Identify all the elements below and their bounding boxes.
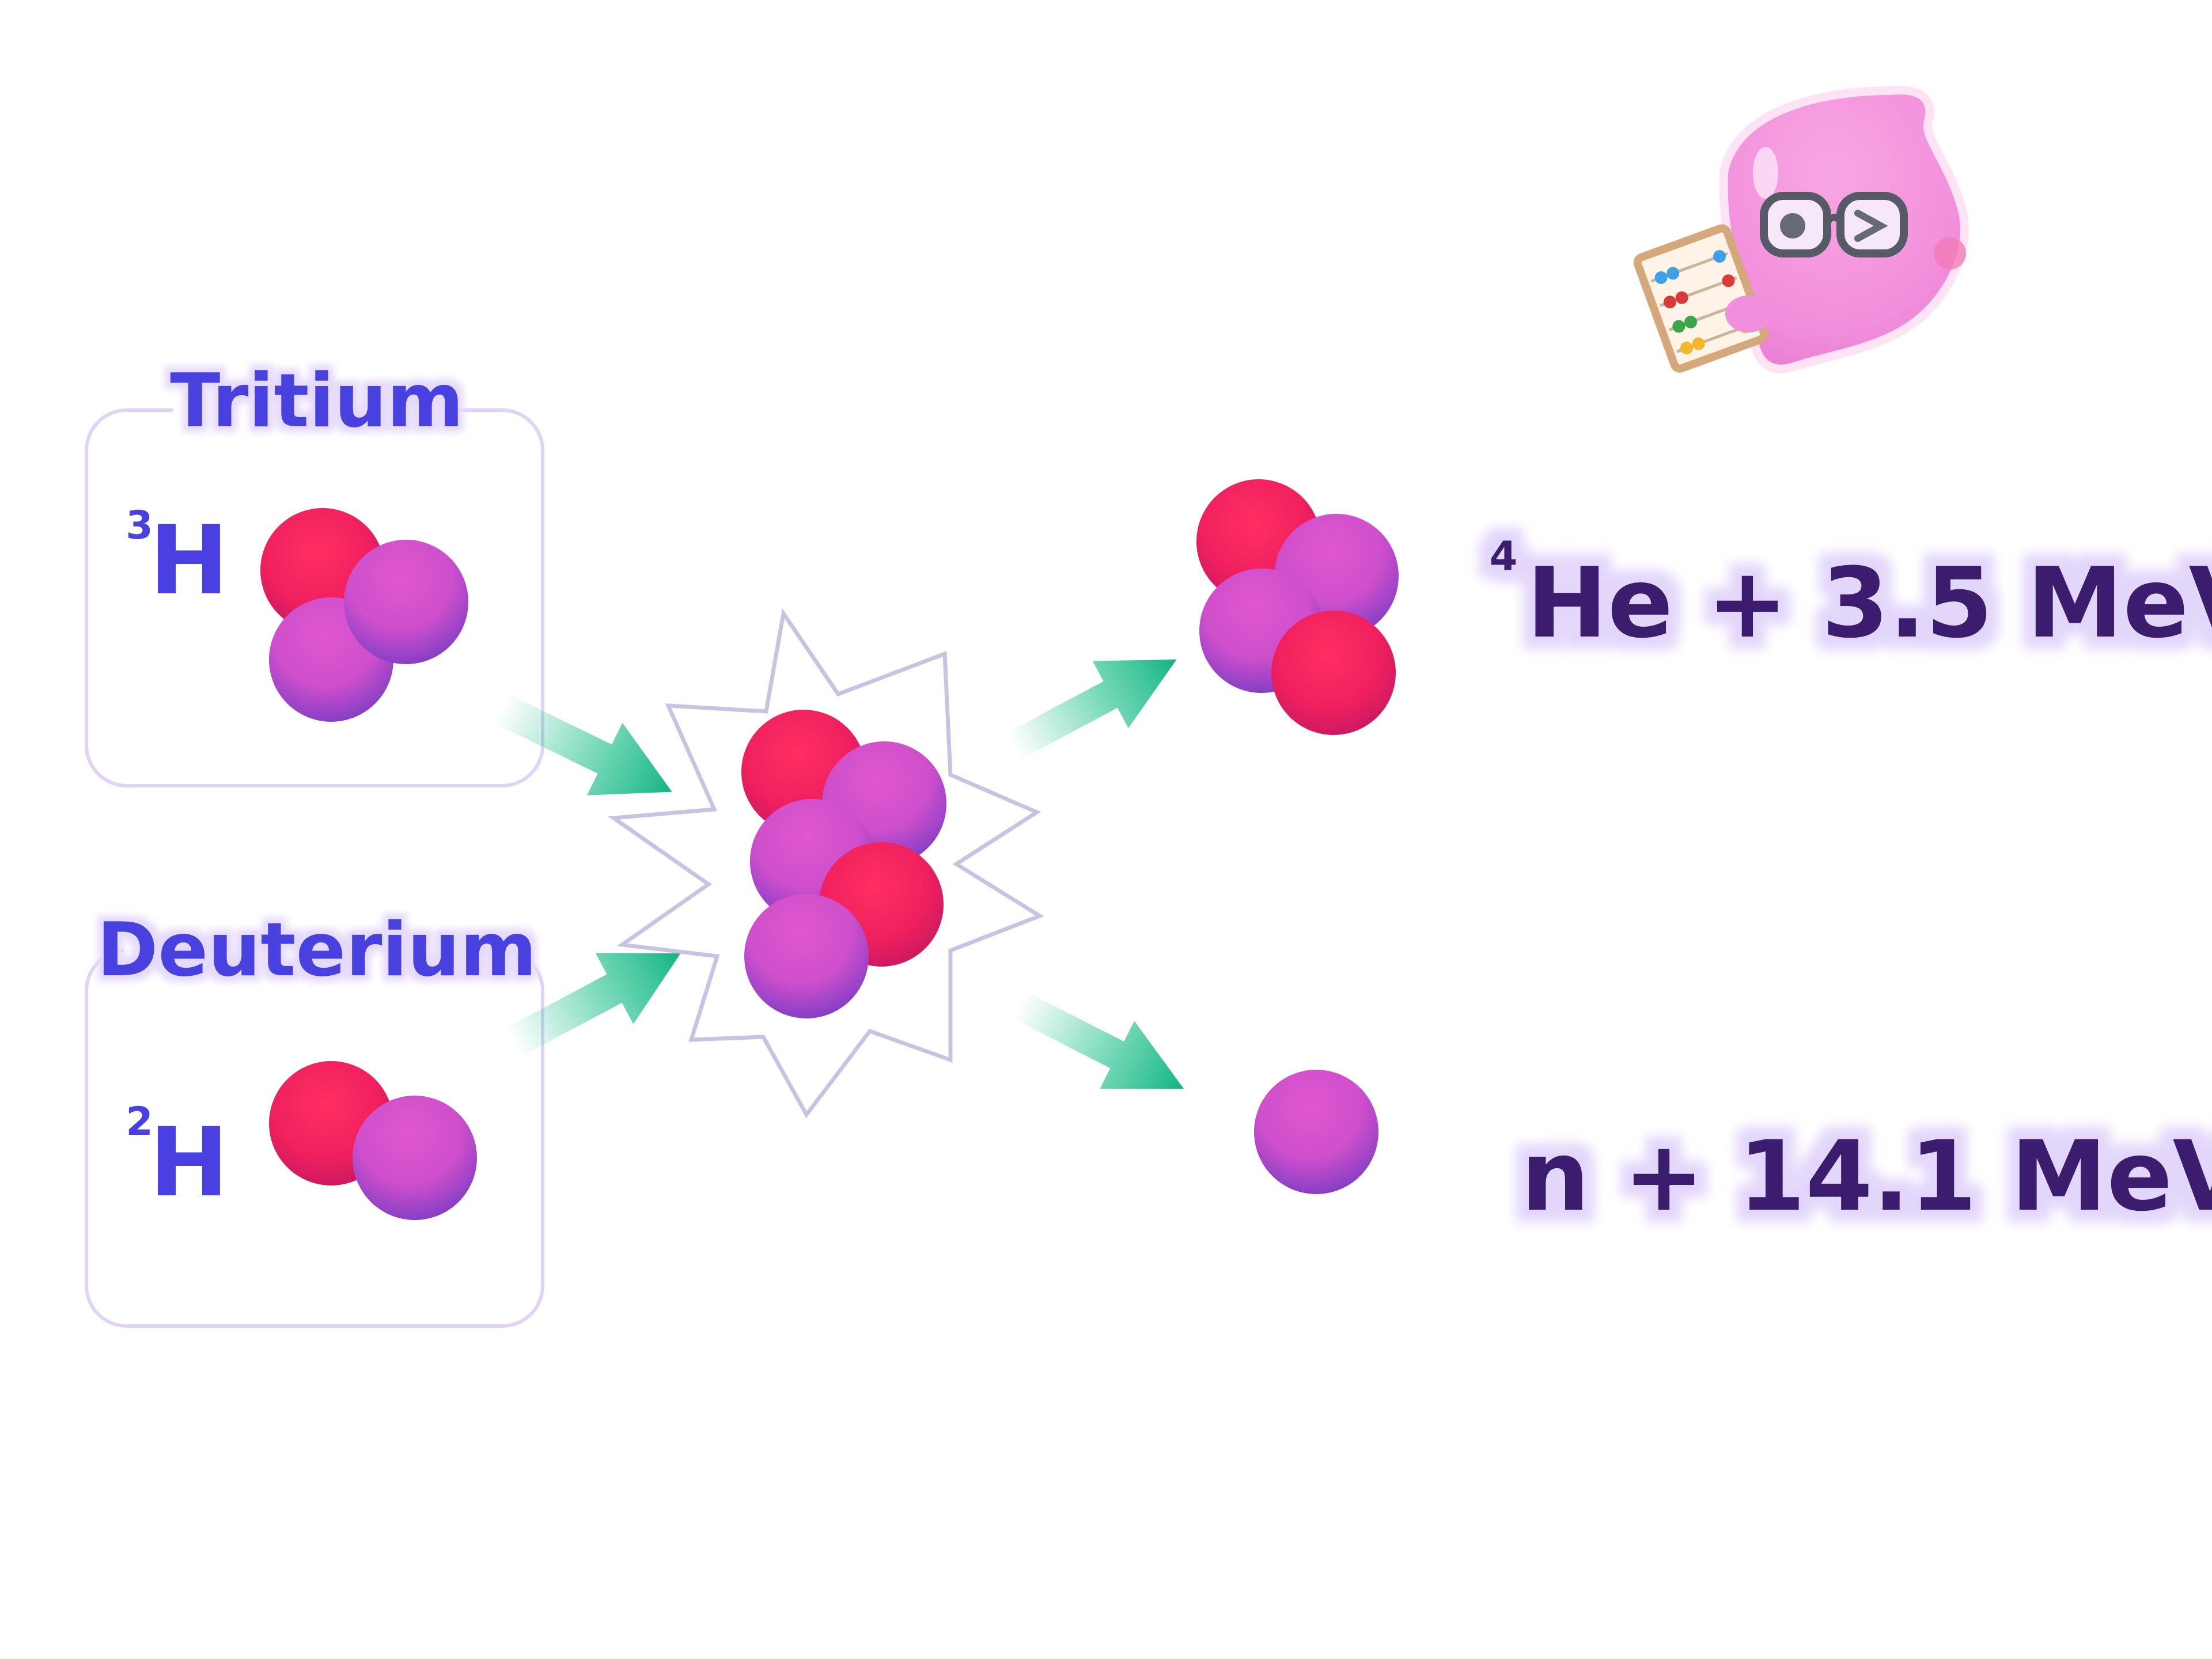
helium-mass-number: 4 [1490,533,1518,580]
deuterium-symbol: H [149,1107,229,1218]
proton [1271,611,1396,735]
tritium-nucleus [260,508,468,722]
deuterium-mass-number: 2 [126,1099,153,1145]
neutron-label: n + 14.1 MeV [1521,1120,2212,1233]
deuterium-panel: Deuterium 2 H [85,907,544,1328]
neutron-equation: n + 14.1 MeV [1521,1120,2212,1233]
neutron [344,540,468,664]
free-neutron [1254,1070,1378,1194]
tritium-mass-number: 3 [126,503,153,548]
tritium-panel: Tritium 3 H [85,358,544,787]
glasses-icon [1760,192,1908,257]
mascot-hand-icon [1725,296,1771,332]
helium-equation: He + 3.5 MeV [1527,547,2212,660]
helium-nucleus [1196,479,1399,735]
deuterium-title: Deuterium [97,907,537,993]
arrow-neutron-out [1013,991,1184,1089]
tritium-symbol: H [149,505,229,616]
helium-label: 4 He + 3.5 MeV [1490,533,2212,660]
arrow-tritium-in [494,694,672,796]
neutron [353,1096,477,1220]
arrow-deuterium-in [505,953,681,1057]
neutron [744,894,869,1018]
fused-nucleus [741,710,946,1018]
tritium-title: Tritium [170,358,464,444]
arrow-helium-out [1006,659,1177,759]
deuterium-nucleus [269,1061,477,1220]
